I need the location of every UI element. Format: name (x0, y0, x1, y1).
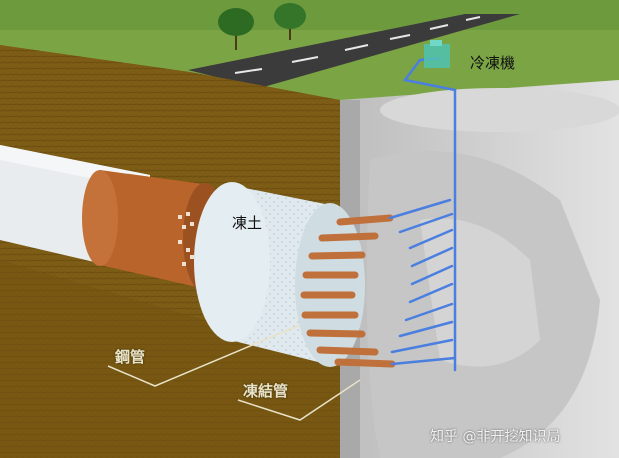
label-freezer: 冷凍機 (470, 54, 516, 72)
leader-lines (107, 324, 361, 421)
label-freeze-pipe: 凍結管 (243, 382, 289, 400)
road (188, 14, 520, 88)
label-frozen-soil: 凍土 (232, 214, 263, 232)
vertical-shaft (340, 80, 619, 458)
tree-icon (218, 3, 306, 50)
watermark: 知乎 @非开挖知识局 (430, 429, 561, 445)
freezer-unit-icon (424, 40, 450, 68)
label-steel-pipe: 鋼管 (115, 348, 146, 366)
frozen-soil-cylinder (194, 182, 365, 367)
freeze-pipes (300, 56, 457, 372)
